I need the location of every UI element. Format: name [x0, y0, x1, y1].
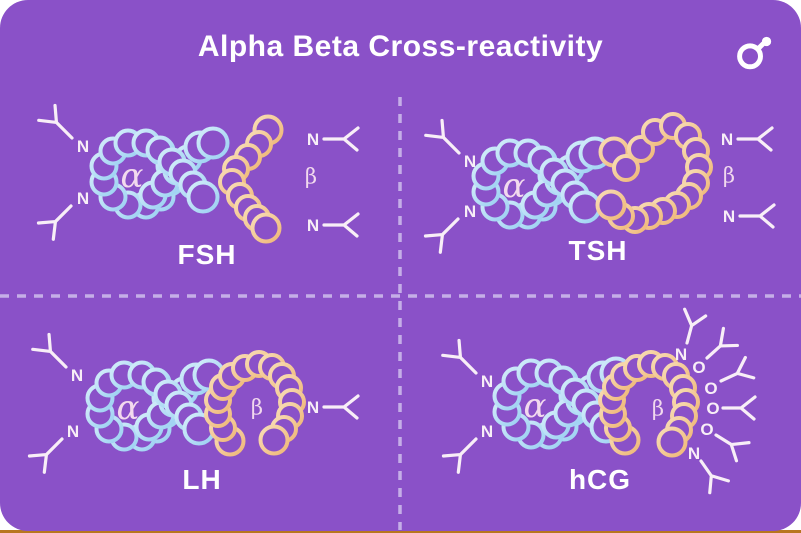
glycan-y-icon: [441, 437, 478, 474]
bottom-accent-strip: [0, 530, 801, 533]
glycan-y-icon: [721, 395, 757, 421]
glycan-y-icon: [27, 437, 64, 474]
glycan-y-icon: [699, 459, 730, 495]
glycan-y-icon: [31, 332, 68, 369]
glycan-y-icon: [441, 338, 478, 375]
subunit-bead: [656, 426, 688, 458]
hormone-label-fsh: FSH: [177, 239, 237, 270]
glycan-y-icon: [714, 433, 751, 463]
o-glycosylation-site-label: O: [692, 358, 705, 377]
n-glycosylation-site-label: N: [307, 216, 319, 235]
glycan-y-icon: [738, 203, 776, 229]
hormone-label-hcg: hCG: [568, 464, 632, 495]
glycan-y-icon: [37, 103, 74, 140]
glycan-y-icon: [423, 217, 460, 254]
alpha-subunit-label: α: [524, 386, 547, 426]
n-glycosylation-site-label: N: [77, 137, 89, 156]
n-glycosylation-site-label: N: [464, 202, 476, 221]
n-glycosylation-site-label: N: [723, 207, 735, 226]
n-glycosylation-site-label: N: [675, 345, 687, 364]
glycan-y-icon: [705, 326, 739, 360]
hcg-beta-subunit: [598, 350, 700, 458]
subunit-bead: [568, 190, 602, 224]
osmosis-logo: [737, 36, 772, 70]
page-title: Alpha Beta Cross-reactivity: [197, 30, 604, 63]
lh-beta-subunit: [204, 350, 306, 457]
n-glycosylation-site-label: N: [307, 130, 319, 149]
alpha-subunit-label: α: [503, 166, 526, 206]
hormone-label-lh: LH: [182, 464, 222, 495]
glycan-y-icon: [683, 307, 708, 345]
n-glycosylation-site-label: N: [464, 152, 476, 171]
subunit-bead: [186, 180, 220, 214]
glycan-y-icon: [322, 394, 360, 420]
fsh-beta-subunit: [218, 114, 284, 244]
alpha-subunit-label: α: [117, 388, 140, 428]
beta-subunit-label: β: [652, 396, 664, 420]
subunit-bead: [595, 189, 627, 221]
fsh-alpha-subunit: [89, 126, 230, 220]
o-glycosylation-site-label: O: [706, 399, 719, 418]
lh-alpha-subunit: [85, 358, 226, 452]
beta-subunit-label: β: [305, 164, 317, 188]
subunit-bead: [196, 126, 230, 160]
hcg-alpha-subunit: [492, 356, 633, 450]
tsh-beta-subunit: [595, 112, 713, 234]
beta-subunit-label: β: [251, 395, 263, 419]
subunit-bead: [250, 212, 282, 244]
n-glycosylation-site-label: N: [481, 372, 493, 391]
hormone-label-tsh: TSH: [568, 235, 628, 266]
alpha-subunit-label: α: [121, 156, 144, 196]
glycan-y-icon: [36, 204, 73, 241]
n-glycosylation-site-label: N: [721, 130, 733, 149]
subunit-bead: [258, 424, 290, 456]
glycan-y-icon: [736, 126, 774, 152]
glycan-y-icon: [719, 355, 756, 383]
n-glycosylation-site-label: N: [688, 444, 700, 463]
glycan-y-icon: [322, 126, 360, 152]
tsh-alpha-subunit: [471, 136, 612, 230]
beta-subunit-label: β: [723, 163, 735, 187]
osmosis-logo-mark: [737, 36, 772, 70]
n-glycosylation-site-label: N: [481, 422, 493, 441]
n-glycosylation-site-label: N: [307, 398, 319, 417]
glycan-y-icon: [424, 118, 461, 155]
subunit-bead: [612, 154, 640, 182]
n-glycosylation-site-label: N: [71, 366, 83, 385]
n-glycosylation-site-label: N: [67, 422, 79, 441]
o-glycosylation-site-label: O: [704, 379, 717, 398]
glycan-y-icon: [322, 212, 360, 238]
o-glycosylation-site-label: O: [700, 420, 713, 439]
n-glycosylation-site-label: N: [77, 189, 89, 208]
